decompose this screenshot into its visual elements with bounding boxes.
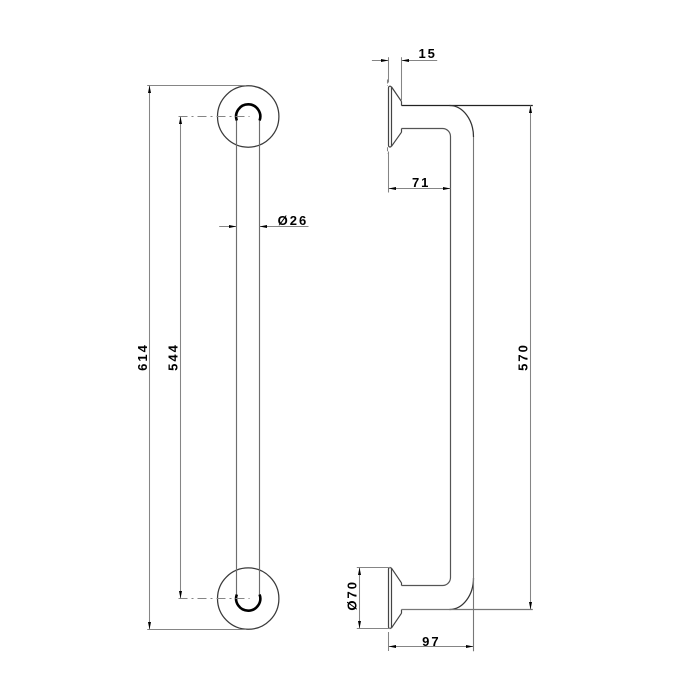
svg-text:614: 614 [135,343,150,371]
svg-text:570: 570 [516,343,531,371]
svg-text:15: 15 [418,46,436,61]
svg-text:71: 71 [412,175,430,190]
svg-text:97: 97 [422,634,440,649]
svg-text:Ø26: Ø26 [278,213,309,228]
svg-text:544: 544 [166,343,181,371]
svg-text:Ø70: Ø70 [345,580,360,611]
